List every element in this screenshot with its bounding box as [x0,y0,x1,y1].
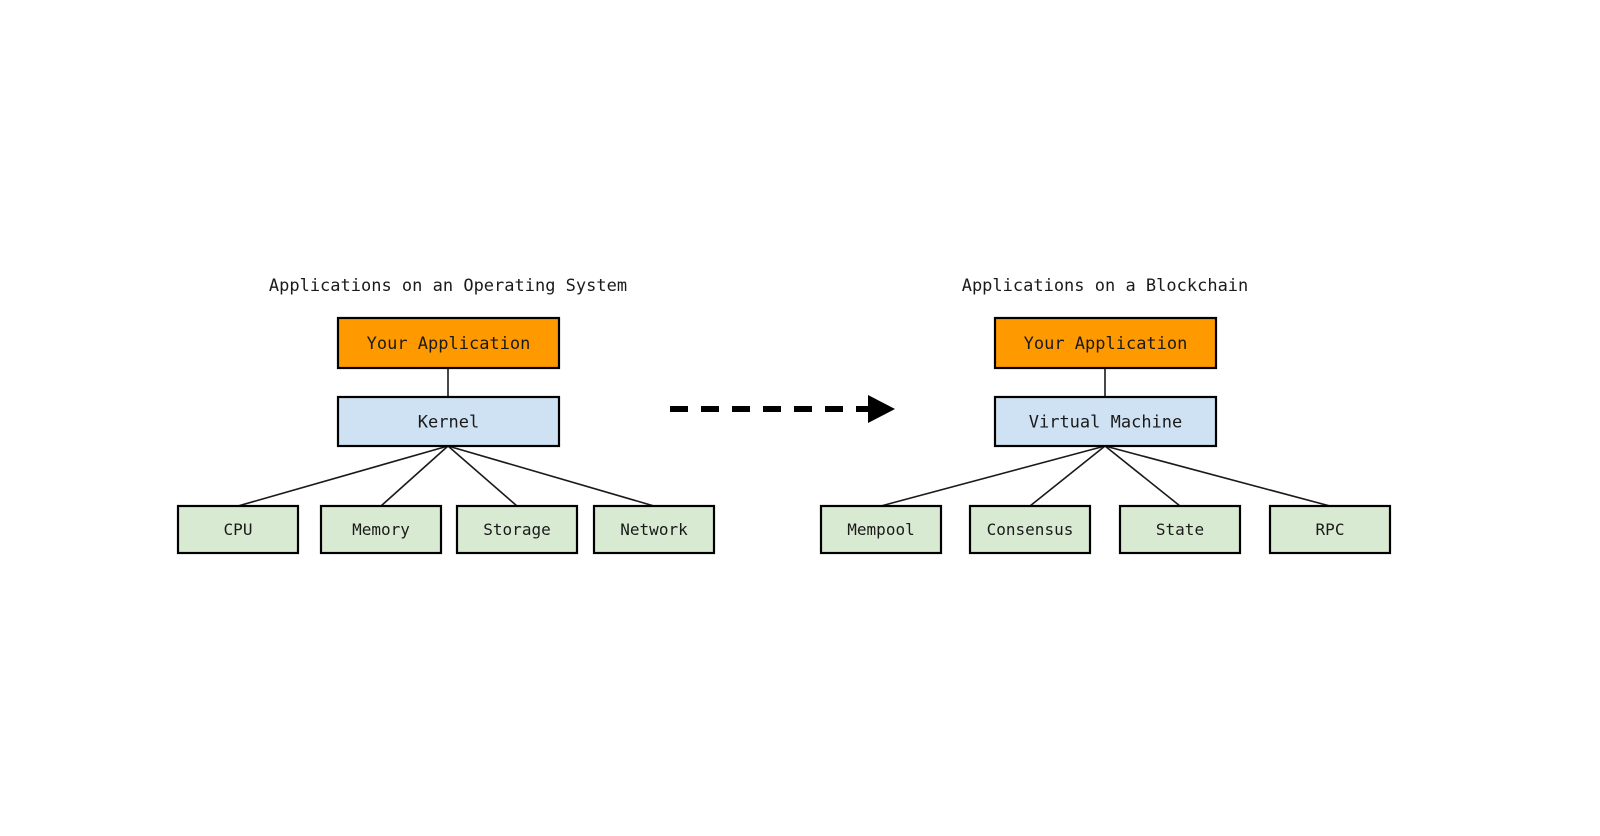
node-kernel[interactable]: Kernel [336,395,561,448]
panel-title-blockchain: Applications on a Blockchain [962,276,1249,296]
panel-blockchain: Applications on a Blockchain Your Applic… [819,276,1392,555]
label-rpc: RPC [1316,520,1345,539]
label-state: State [1156,520,1204,539]
box-virtual-machine[interactable] [993,395,1218,448]
label-mempool: Mempool [847,520,914,539]
edges-operating-system [237,368,655,507]
label-your-application-blockchain: Your Application [1024,334,1188,354]
edge-kernel-to-cpu [237,445,449,507]
label-consensus: Consensus [987,520,1074,539]
box-network[interactable] [592,504,716,555]
node-virtual-machine[interactable]: Virtual Machine [993,395,1218,448]
box-kernel[interactable] [336,395,561,448]
box-your-application-os[interactable] [336,316,561,370]
panel-title-operating-system: Applications on an Operating System [269,276,627,296]
node-memory[interactable]: Memory [319,504,443,555]
edges-blockchain [880,368,1331,507]
node-consensus[interactable]: Consensus [968,504,1092,555]
edge-vm-to-rpc [1104,445,1331,507]
box-mempool[interactable] [819,504,943,555]
node-cpu[interactable]: CPU [176,504,300,555]
transition-flow-arrow [670,395,895,423]
panel-operating-system: Applications on an Operating System Your… [176,276,716,555]
label-your-application-os: Your Application [367,334,531,354]
box-memory[interactable] [319,504,443,555]
node-your-application-os[interactable]: Your Application [336,316,561,370]
box-storage[interactable] [455,504,579,555]
node-rpc[interactable]: RPC [1268,504,1392,555]
label-cpu: CPU [224,520,253,539]
arrow-head-icon [868,395,895,423]
node-your-application-blockchain[interactable]: Your Application [993,316,1218,370]
box-cpu[interactable] [176,504,300,555]
edge-kernel-to-storage [447,445,518,507]
node-storage[interactable]: Storage [455,504,579,555]
edge-vm-to-consensus [1029,445,1106,507]
edge-vm-to-mempool [880,445,1106,507]
box-state[interactable] [1118,504,1242,555]
edge-vm-to-state [1104,445,1181,507]
label-storage: Storage [483,520,550,539]
label-network: Network [620,520,688,539]
label-kernel: Kernel [418,413,479,433]
box-rpc[interactable] [1268,504,1392,555]
label-virtual-machine: Virtual Machine [1029,413,1183,433]
edge-kernel-to-memory [380,445,449,507]
node-mempool[interactable]: Mempool [819,504,943,555]
node-state[interactable]: State [1118,504,1242,555]
label-memory: Memory [352,520,410,539]
box-consensus[interactable] [968,504,1092,555]
edge-kernel-to-network [447,445,655,507]
box-your-application-blockchain[interactable] [993,316,1218,370]
node-network[interactable]: Network [592,504,716,555]
